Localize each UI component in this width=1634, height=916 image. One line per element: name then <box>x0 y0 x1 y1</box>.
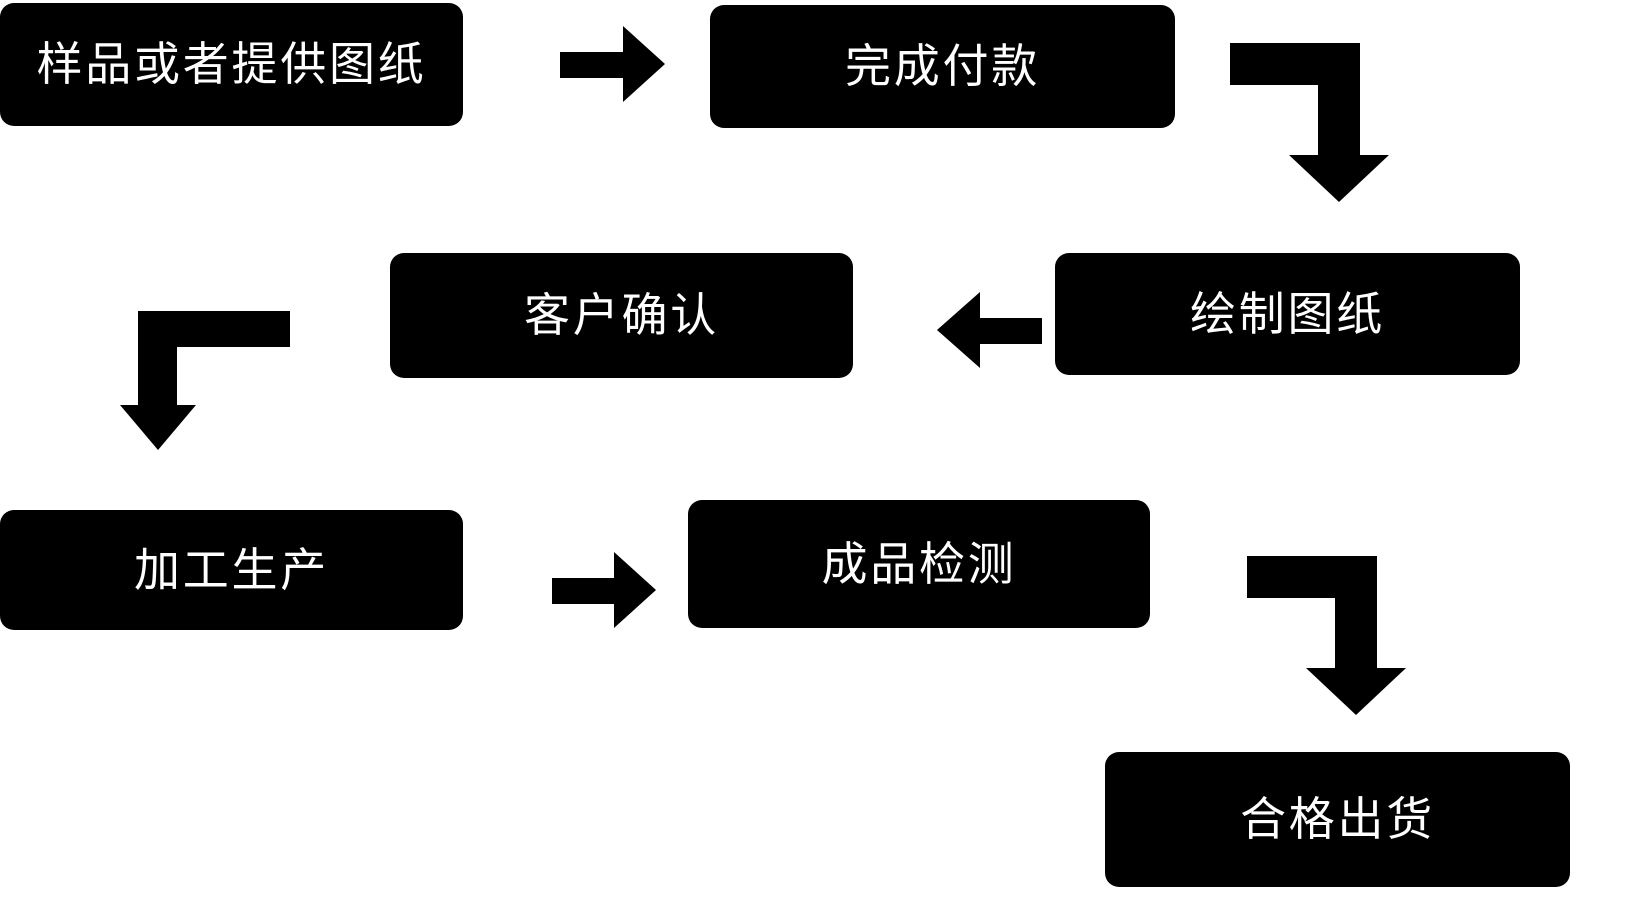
flow-node-sample-label: 样品或者提供图纸 <box>36 37 427 92</box>
flow-node-production-label: 加工生产 <box>133 542 330 597</box>
connector-inspection-to-shipment <box>1232 538 1432 723</box>
connector-production-to-inspection <box>532 540 672 640</box>
connector-drawing-to-confirm <box>920 280 1065 380</box>
flow-node-inspection-label: 成品检测 <box>821 536 1017 591</box>
flow-node-payment-label: 完成付款 <box>844 39 1041 94</box>
flow-node-shipment-label: 合格出货 <box>1239 792 1436 847</box>
arrow-left-icon <box>937 292 1042 368</box>
flow-node-inspection[interactable]: 成品检测 <box>688 500 1150 628</box>
elbow-arrow-right-down-icon <box>1230 43 1389 202</box>
elbow-arrow-left-down-icon <box>120 311 290 450</box>
flow-node-drawing-label: 绘制图纸 <box>1189 286 1386 341</box>
flow-node-confirm-label: 客户确认 <box>523 288 720 343</box>
flow-node-confirm[interactable]: 客户确认 <box>390 253 853 378</box>
flow-node-shipment[interactable]: 合格出货 <box>1105 752 1570 887</box>
connector-sample-to-payment <box>540 14 680 114</box>
connector-confirm-to-production <box>120 300 310 465</box>
flow-node-payment[interactable]: 完成付款 <box>710 5 1175 128</box>
flow-node-production[interactable]: 加工生产 <box>0 510 463 630</box>
elbow-arrow-right-down-icon <box>1247 556 1406 715</box>
flow-node-drawing[interactable]: 绘制图纸 <box>1055 253 1520 375</box>
arrow-right-icon <box>560 26 665 102</box>
flow-node-sample[interactable]: 样品或者提供图纸 <box>0 3 463 126</box>
connector-payment-to-drawing <box>1215 25 1415 210</box>
arrow-right-icon <box>552 552 656 628</box>
